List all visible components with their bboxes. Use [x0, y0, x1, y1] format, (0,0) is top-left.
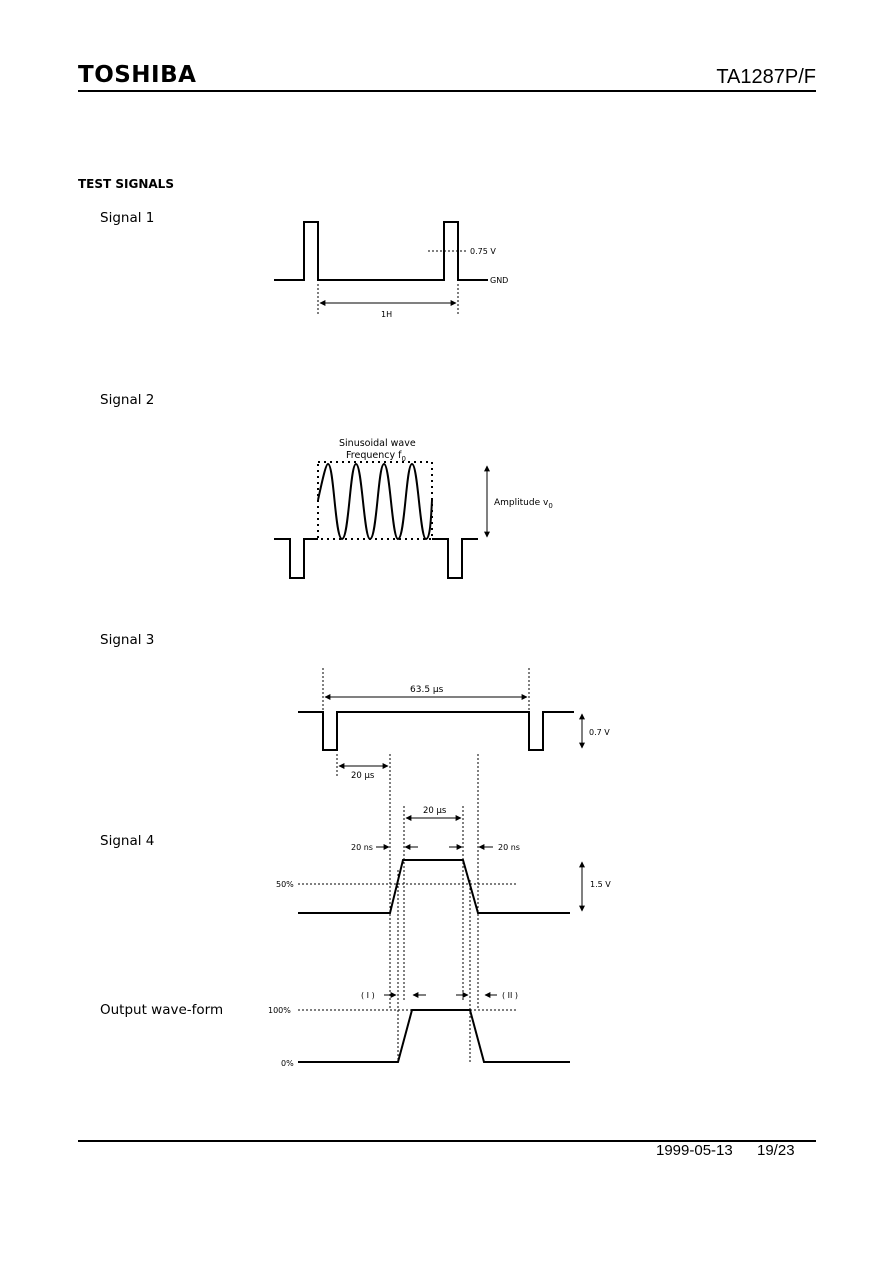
footer-date: 1999-05-13: [656, 1142, 733, 1159]
brand-logo: TOSHIBA: [78, 62, 197, 88]
signal1-waveform: [274, 221, 488, 281]
signal3-level-label: 0.7 V: [589, 728, 610, 737]
signal3-diagram: 63.5 µs 0.7 V 20 µs: [298, 668, 610, 781]
footer-page-number: 19/23: [757, 1142, 795, 1159]
signal2-sine-burst: [317, 462, 433, 541]
output-hundred-label: 100%: [268, 1006, 291, 1015]
signal4-diagram: 20 µs 20 ns 20 ns 50% 1.5 V: [276, 806, 611, 914]
output-waveform: [298, 1009, 570, 1063]
header-rule: [78, 90, 816, 92]
signal4-waveform: [298, 859, 570, 914]
signal3-waveform: [298, 711, 574, 751]
footer-rule: [78, 1140, 816, 1142]
part-number: TA1287P/F: [716, 66, 816, 88]
signal2-frequency-caption: Frequency f0: [346, 450, 406, 463]
output-diagram: ( I ) ( II ) 100% 0%: [268, 991, 570, 1068]
signal2-envelope: [317, 461, 433, 540]
signal4-fifty-label: 50%: [276, 880, 294, 889]
signal2-diagram: Sinusoidal wave Frequency f0 Amplitude v…: [274, 438, 553, 579]
signal2-right-sync: [432, 538, 478, 579]
signal2-amplitude-label: Amplitude v0: [494, 498, 553, 510]
signal2-wave-caption: Sinusoidal wave: [339, 438, 416, 449]
signal3-period-label: 63.5 µs: [410, 685, 444, 695]
signal3-delay-label: 20 µs: [351, 771, 375, 781]
signal1-diagram: 0.75 V GND 1H: [274, 221, 508, 319]
signal1-gnd-label: GND: [490, 276, 508, 285]
signal4-rise-label: 20 ns: [351, 843, 373, 852]
signal4-label: Signal 4: [100, 833, 155, 849]
signal4-width-label: 20 µs: [423, 806, 447, 816]
output-rise-mark: ( I ): [361, 991, 375, 1000]
timing-guides: [389, 754, 479, 1062]
signal1-level-label: 0.75 V: [470, 247, 496, 256]
signal4-fall-label: 20 ns: [498, 843, 520, 852]
output-fall-mark: ( II ): [502, 991, 518, 1000]
signal2-label: Signal 2: [100, 392, 155, 408]
signal2-left-sync: [274, 538, 318, 579]
signal1-period-label: 1H: [381, 310, 392, 319]
signal3-label: Signal 3: [100, 632, 155, 648]
section-title: TEST SIGNALS: [78, 177, 174, 191]
output-zero-label: 0%: [281, 1059, 294, 1068]
signal4-level-label: 1.5 V: [590, 880, 611, 889]
signal1-label: Signal 1: [100, 210, 155, 226]
output-waveform-label: Output wave-form: [100, 1002, 224, 1018]
